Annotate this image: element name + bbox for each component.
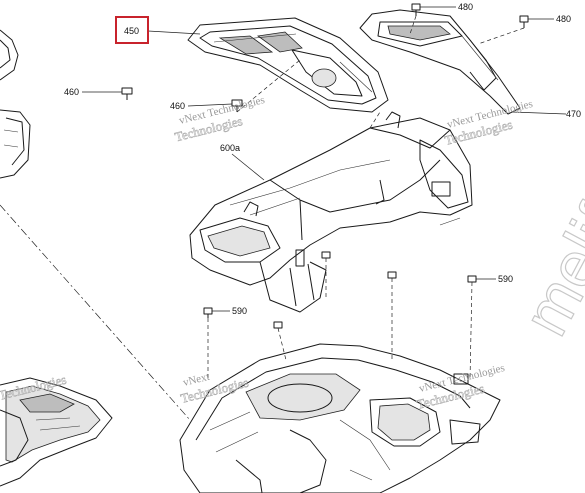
watermark-4: vNext Technologies Technologies [415,362,506,412]
big-watermark-text: melife [509,162,585,347]
callout-590-right[interactable]: 590 [498,274,513,284]
fastener-480-b [519,15,529,28]
callout-470[interactable]: 470 [566,109,581,119]
assembly-line-2 [409,15,417,35]
fastener-590-center-b [321,251,331,259]
fastener-590-left [203,307,213,318]
fastener-480-a [411,3,421,16]
assembly-line-9 [369,111,381,129]
assembly-line-3 [477,27,525,45]
fastener-590-center-c [387,271,397,279]
lower-console-part [179,343,501,493]
part-450-panel [187,17,389,113]
callout-480-a[interactable]: 480 [458,2,473,12]
part-600a-airbox [189,111,473,313]
watermark-1: vNext Technologies Technologies [173,94,266,145]
big-watermark: melife [508,161,585,347]
callout-450-highlight-box [115,16,149,44]
fastener-590-center-a [273,321,283,329]
part-470-panel [359,9,521,115]
assembly-line-8 [469,281,473,381]
watermark-3: vNext Technologies [179,371,250,406]
fastener-460-left [121,87,133,100]
assembly-line-5 [277,327,287,361]
callout-480-b[interactable]: 480 [556,14,571,24]
callout-460-mid[interactable]: 460 [170,101,185,111]
callout-460-left[interactable]: 460 [64,87,79,97]
partial-part-bottom-left [0,377,113,487]
leader-450 [147,30,201,35]
callout-450[interactable]: 450 [124,26,139,36]
leader-600a [231,153,265,181]
leader-460-mid [187,103,233,107]
fastener-590-right [467,275,477,283]
leader-470 [511,111,567,115]
watermark-2: vNext Technologies Technologies [443,98,534,148]
callout-600a[interactable]: 600a [220,143,240,153]
callout-590-left[interactable]: 590 [232,306,247,316]
partial-part-top-left [0,29,31,179]
